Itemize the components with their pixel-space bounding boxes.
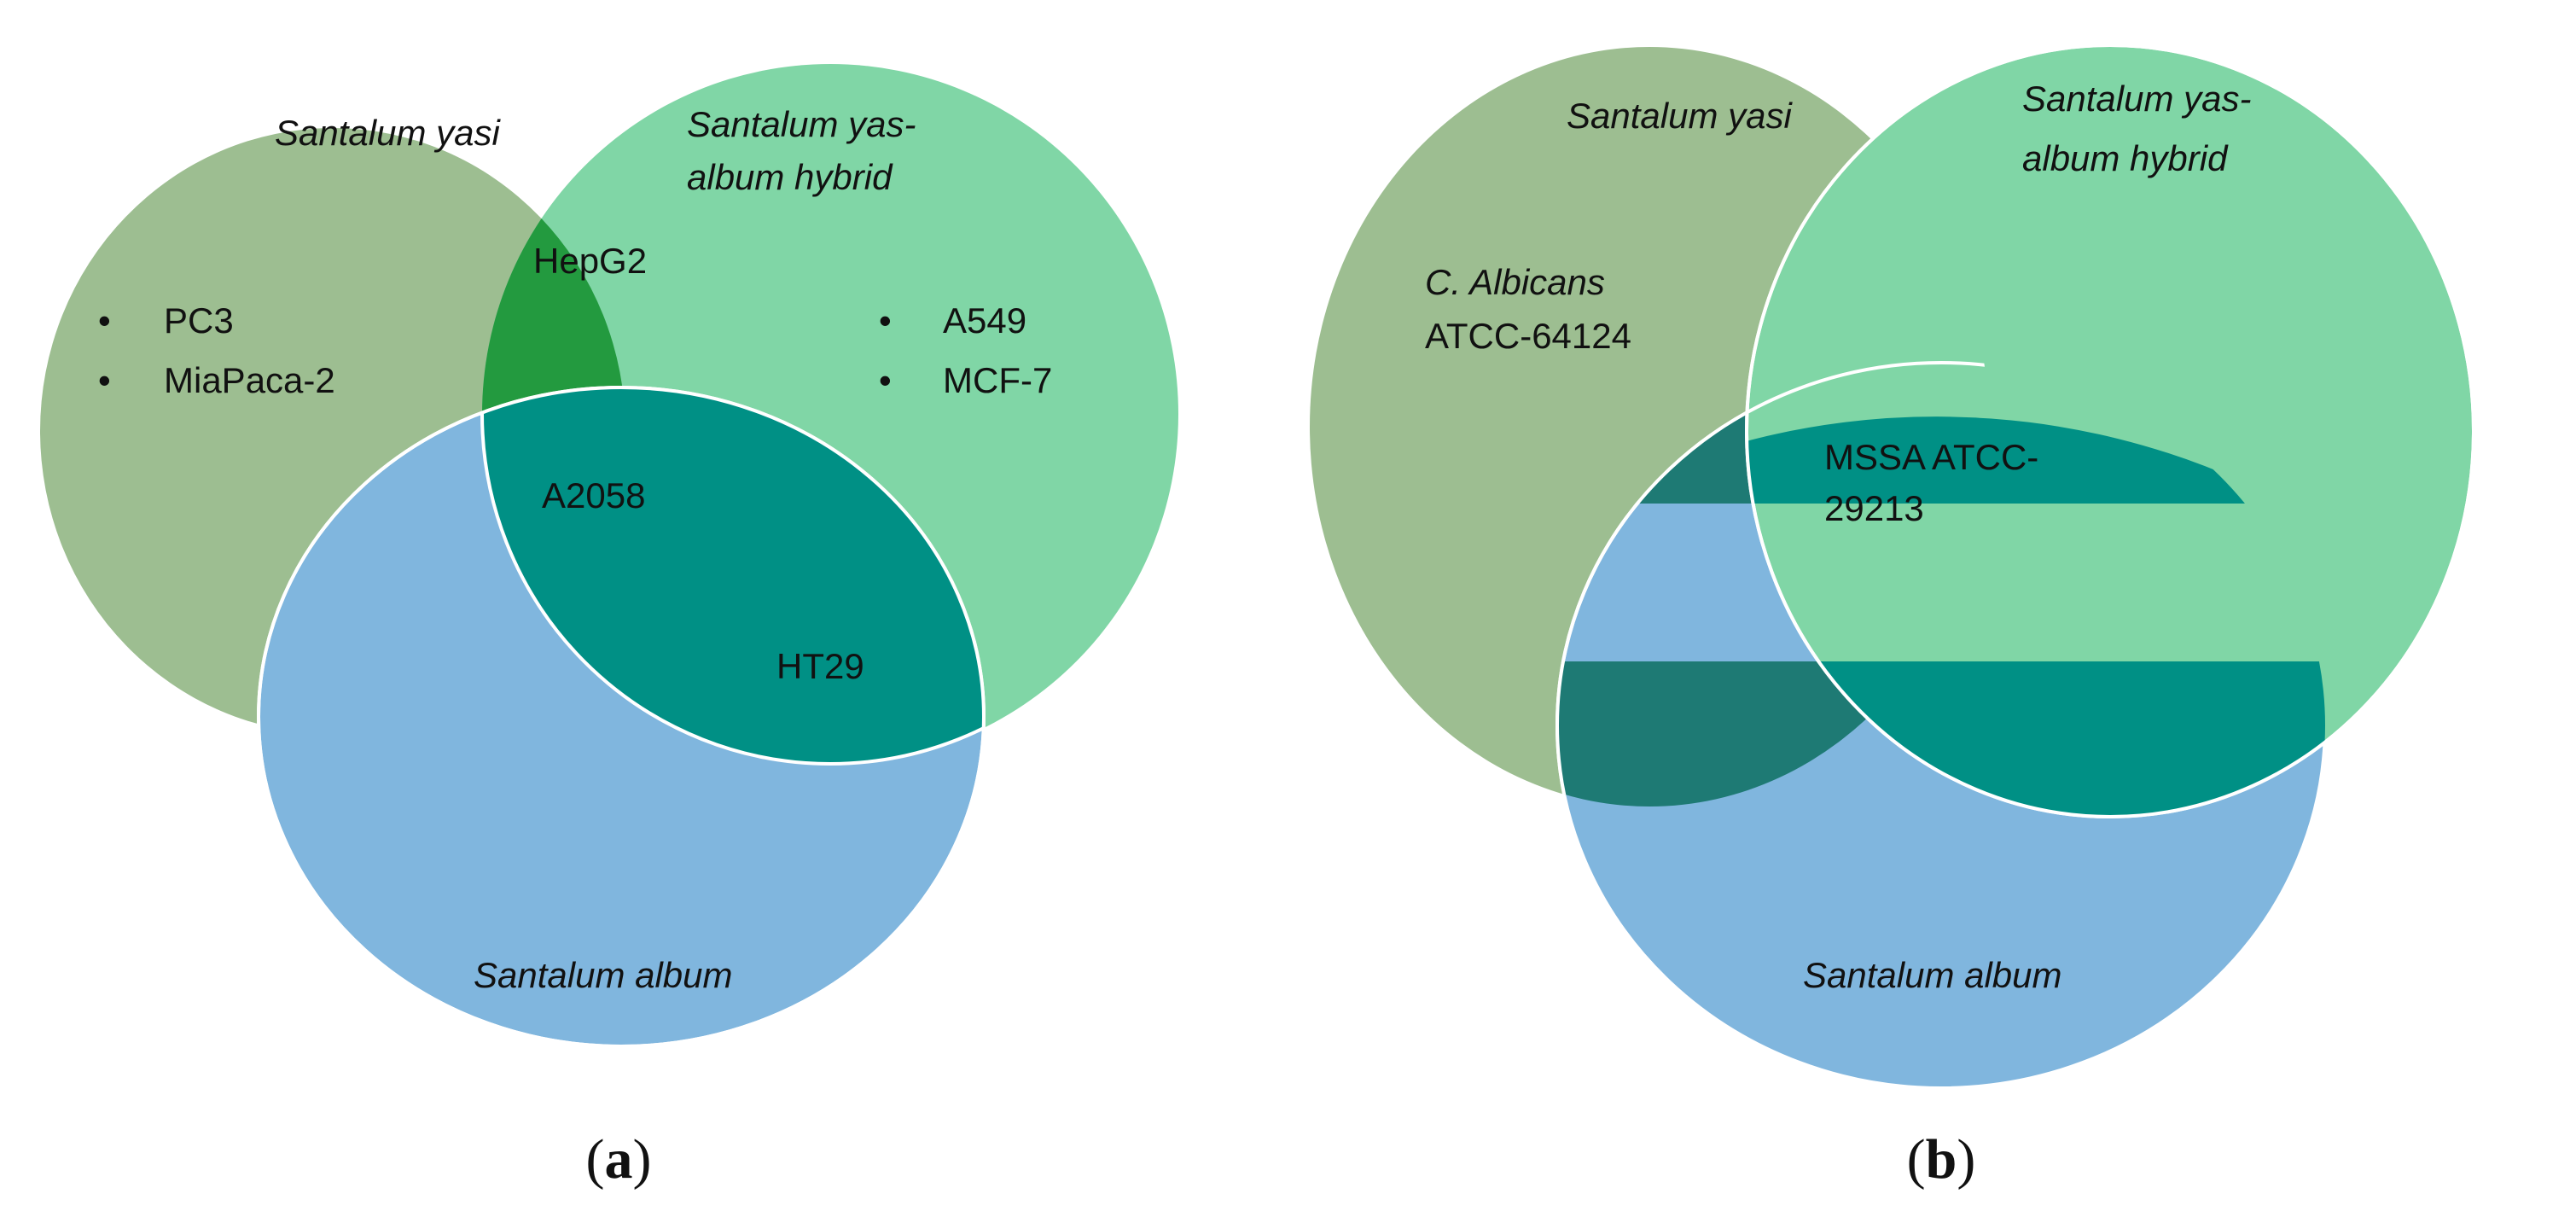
item-hybrid-album: HT29 <box>776 646 864 686</box>
item-hybrid-0: A549 <box>943 300 1026 341</box>
caption-a: (a) <box>586 1128 652 1191</box>
bullet: • <box>98 360 111 400</box>
item-yasi-only-line1: C. Albicans <box>1425 262 1605 302</box>
label-yasi: Santalum yasi <box>275 113 501 153</box>
bullet: • <box>98 300 111 341</box>
item-all-three: A2058 <box>542 475 645 515</box>
panel-a: Santalum yasi Santalum yas- album hybrid… <box>40 64 1178 1191</box>
label-hybrid-line1: Santalum yas- <box>2022 79 2251 119</box>
label-album: Santalum album <box>474 955 733 995</box>
bullet: • <box>879 300 892 341</box>
caption-b: (b) <box>1907 1128 1976 1191</box>
bullet: • <box>879 360 892 400</box>
item-yasi-0: PC3 <box>164 300 234 341</box>
item-center-line2: 29213 <box>1824 488 1924 528</box>
item-yasi-only-line2: ATCC-64124 <box>1425 316 1631 356</box>
panel-b: Santalum yasi Santalum yas- album hybrid… <box>1310 44 2475 1191</box>
label-hybrid-line2: album hybrid <box>2022 138 2229 178</box>
item-yasi-hybrid: HepG2 <box>533 241 647 281</box>
label-hybrid-line2: album hybrid <box>687 157 893 197</box>
region-center-top <box>1747 416 2287 504</box>
label-album: Santalum album <box>1803 955 2062 995</box>
item-yasi-1: MiaPaca-2 <box>164 360 335 400</box>
label-yasi: Santalum yasi <box>1567 96 1793 136</box>
item-hybrid-1: MCF-7 <box>943 360 1052 400</box>
item-center-line1: MSSA ATCC- <box>1824 437 2038 477</box>
label-hybrid-line1: Santalum yas- <box>687 104 916 144</box>
